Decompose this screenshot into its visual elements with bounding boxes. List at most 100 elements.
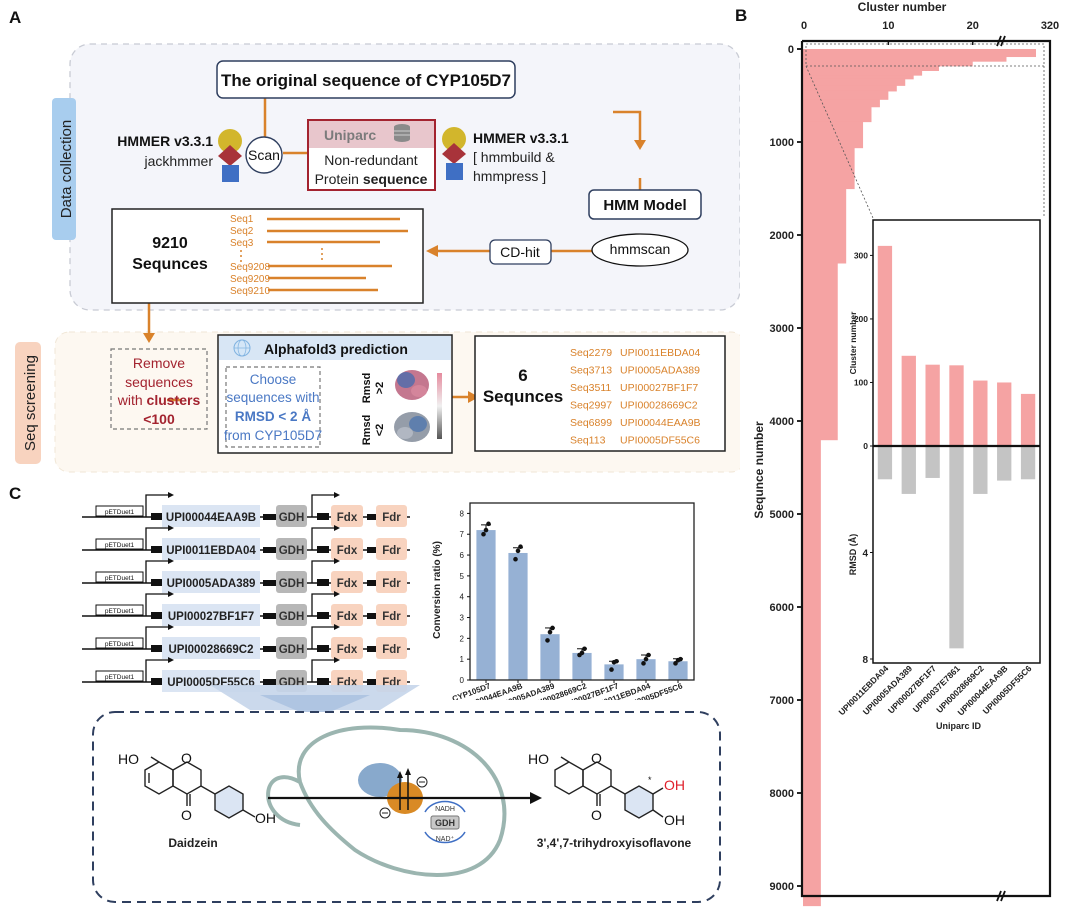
p450-enzyme-icon xyxy=(358,763,428,819)
uniparc-line2: Protein sequence xyxy=(315,171,428,187)
chart-b-ytick: 7000 xyxy=(770,695,794,707)
cluster-step-bar xyxy=(803,99,880,108)
fdr-label: Fdr xyxy=(382,611,401,623)
gdh-box xyxy=(276,538,307,560)
promoter-arrow-icon xyxy=(311,494,334,517)
gdh-cell-label: GDH xyxy=(435,818,455,828)
hmmer-right-title: HMMER v3.3.1 xyxy=(473,130,569,146)
cdhit-box xyxy=(489,239,552,265)
final-seq-uniparc-id: UPI00044EAA9B xyxy=(620,417,701,429)
construct-gene-label: UPI0005ADA389 xyxy=(167,578,256,590)
cluster-step-bar xyxy=(803,75,914,80)
conversion-bar xyxy=(572,652,592,680)
promoter-arrow-icon xyxy=(311,593,334,616)
axis-break-icon xyxy=(996,890,1002,902)
promoter-arrow-icon xyxy=(311,626,334,649)
gdh-label: GDH xyxy=(279,578,305,590)
cluster-step-bar xyxy=(803,262,838,441)
criteria-line2: sequences with xyxy=(226,390,319,405)
inset-ylabel-cluster: Cluster number xyxy=(848,311,858,375)
seq-list-item: Seq9208 xyxy=(230,262,270,273)
remove-text-line1: Remove xyxy=(133,355,185,371)
final-sequence-count: 6 xyxy=(518,366,527,385)
panel-label-b: B xyxy=(735,6,748,25)
final-seq-number: Seq2997 xyxy=(570,400,612,412)
replicate-point xyxy=(550,625,555,631)
rmsd-color-scale xyxy=(437,373,442,439)
final-seq-number: Seq3511 xyxy=(570,382,611,394)
gdh-box xyxy=(276,571,307,593)
chart-b-xlabel: Cluster number xyxy=(858,0,947,14)
final-seq-uniparc-id: UPI00028669C2 xyxy=(620,400,698,412)
conversion-bar xyxy=(540,634,560,680)
product-ho-label: HO xyxy=(528,751,549,767)
gene-box xyxy=(162,604,260,626)
product-oh-label: OH xyxy=(664,812,685,828)
conversion-bar xyxy=(476,530,496,680)
cluster-step-bar xyxy=(803,121,864,149)
construct-gene-label: UPI0011EBDA04 xyxy=(166,545,256,557)
plasmid-label: pETDuet1 xyxy=(105,674,135,681)
chart-b-xtick: 10 xyxy=(882,20,894,32)
original-sequence-title: The original sequence of CYP105D7 xyxy=(221,71,511,90)
chart-b-ytick: 4000 xyxy=(770,416,794,428)
fdr-label: Fdr xyxy=(382,644,401,656)
inset-ylabel-rmsd: RMSD (Å) xyxy=(848,534,858,576)
plasmid-label: pETDuet1 xyxy=(105,641,135,648)
seq-list-item: Seq3 xyxy=(230,238,254,249)
plasmid-label: pETDuet1 xyxy=(105,509,135,516)
replicate-point xyxy=(483,527,489,533)
final-seq-number: Seq3713 xyxy=(570,365,612,377)
replicate-point xyxy=(518,544,523,550)
gene-box xyxy=(162,538,260,560)
gdh-label: GDH xyxy=(279,611,305,623)
conversion-bar xyxy=(636,659,656,680)
seq-list-item: Seq9210 xyxy=(230,286,270,297)
plasmid-label: pETDuet1 xyxy=(105,608,135,615)
fdr-label: Fdr xyxy=(382,512,401,524)
replicate-point xyxy=(486,521,491,527)
promoter-arrow-icon xyxy=(145,659,168,682)
cluster-step-bar xyxy=(803,49,1036,58)
cluster-number-bar xyxy=(997,382,1012,446)
data-collection-tab xyxy=(52,98,76,240)
seq-list-item: Seq9209 xyxy=(230,274,270,285)
fdr-box xyxy=(376,505,407,527)
fdx-label: Fdx xyxy=(337,578,358,590)
gene-box xyxy=(162,505,260,527)
fdx-box xyxy=(331,505,363,527)
cluster-number-bar xyxy=(901,355,916,446)
cdhit-label: CD-hit xyxy=(500,244,540,260)
replicate-point xyxy=(547,629,553,635)
substrate-label: Daidzein xyxy=(168,836,217,850)
axis-break-icon xyxy=(996,35,1002,47)
chart-b-ytick: 9000 xyxy=(770,881,794,893)
final-sequences-box xyxy=(474,335,726,452)
replicate-point xyxy=(609,667,614,672)
product-structure xyxy=(554,756,664,819)
final-seq-number: Seq113 xyxy=(570,435,606,447)
promoter-arrow-icon xyxy=(311,527,334,550)
chart-c-ytick: 1 xyxy=(460,655,465,664)
replicate-point xyxy=(646,652,651,658)
protein-structure-high-rmsd-icon xyxy=(395,370,429,400)
ecoli-cell-icon xyxy=(266,725,507,877)
replicate-point xyxy=(579,650,585,656)
fdx-label: Fdx xyxy=(337,644,358,656)
hmmer-right-line1: [ hmmbuild & xyxy=(473,149,555,165)
cluster-number-bar xyxy=(973,380,988,446)
promoter-arrow-icon xyxy=(145,527,168,550)
panel-a-diagram: Data collection Seq screening The origin… xyxy=(15,43,740,473)
hmmer-logo-icon xyxy=(218,129,242,182)
rmsd-low-value: <2 xyxy=(374,424,386,437)
rmsd-high-label: Rmsd xyxy=(361,373,373,404)
protein-structure-low-rmsd-icon xyxy=(394,412,430,442)
final-seq-uniparc-id: UPI0005DF55C6 xyxy=(620,435,700,447)
gene-box xyxy=(162,637,260,659)
uniparc-line1: Non-redundant xyxy=(324,152,418,168)
replicate-point xyxy=(481,531,486,537)
promoter-arrow-icon xyxy=(145,560,168,583)
